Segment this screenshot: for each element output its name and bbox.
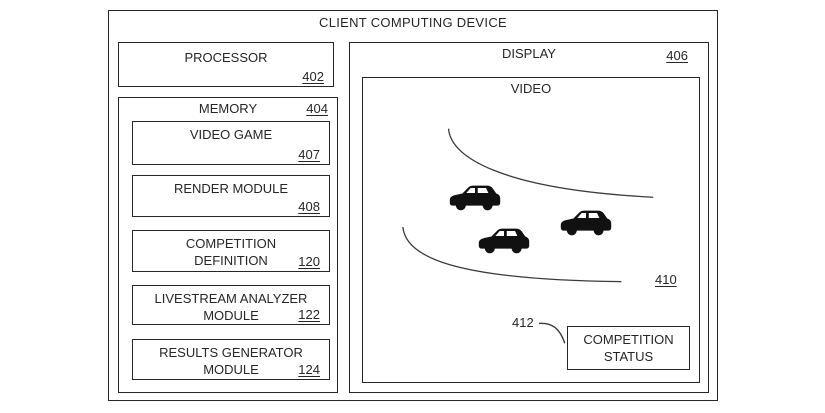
processor-box: PROCESSOR 402 — [118, 42, 334, 87]
results-generator-label-line1: RESULTS GENERATOR — [159, 345, 303, 360]
render-module-label: RENDER MODULE — [173, 181, 289, 196]
road-lines — [402, 128, 654, 344]
render-module-ref: 408 — [298, 199, 320, 214]
render-module-box: RENDER MODULE 408 — [132, 175, 330, 217]
competition-status-label-line1: COMPETITION — [583, 332, 674, 347]
display-label: DISPLAY — [502, 46, 556, 61]
results-generator-label-line2: MODULE — [203, 362, 259, 377]
client-computing-device-box: CLIENT COMPUTING DEVICE PROCESSOR 402 ME… — [108, 10, 718, 401]
leader-line-412 — [538, 322, 566, 344]
video-ref: 410 — [655, 272, 677, 287]
car-icon — [478, 225, 530, 255]
video-game-label: VIDEO GAME — [189, 127, 273, 142]
livestream-analyzer-ref: 122 — [298, 307, 320, 322]
memory-box: MEMORY 404 VIDEO GAME 407 RENDER MODULE … — [118, 97, 338, 393]
competition-definition-ref: 120 — [298, 254, 320, 269]
livestream-analyzer-module-box: LIVESTREAM ANALYZER MODULE 122 — [132, 285, 330, 325]
processor-ref: 402 — [302, 69, 324, 84]
display-box: DISPLAY 406 VIDEO — [349, 42, 709, 393]
processor-label: PROCESSOR — [184, 50, 268, 65]
livestream-analyzer-label-line1: LIVESTREAM ANALYZER — [154, 291, 308, 306]
video-label: VIDEO — [510, 81, 552, 96]
competition-definition-label-line2: DEFINITION — [194, 253, 268, 268]
display-ref: 406 — [666, 48, 688, 63]
memory-ref: 404 — [306, 101, 328, 116]
competition-status-ref: 412 — [512, 315, 534, 330]
figure-title: CLIENT COMPUTING DEVICE — [319, 15, 507, 30]
results-generator-ref: 124 — [298, 362, 320, 377]
car-icon — [449, 182, 501, 212]
memory-label: MEMORY — [198, 101, 258, 116]
video-game-ref: 407 — [298, 147, 320, 162]
competition-status-label-line2: STATUS — [603, 349, 654, 364]
results-generator-module-box: RESULTS GENERATOR MODULE 124 — [132, 339, 330, 380]
video-game-box: VIDEO GAME 407 — [132, 121, 330, 165]
video-box: VIDEO — [362, 77, 700, 383]
competition-definition-label-line1: COMPETITION — [185, 236, 277, 251]
livestream-analyzer-label-line2: MODULE — [203, 308, 259, 323]
competition-definition-box: COMPETITION DEFINITION 120 — [132, 230, 330, 272]
competition-status-box: COMPETITION STATUS — [567, 326, 690, 370]
car-icon — [560, 207, 612, 237]
